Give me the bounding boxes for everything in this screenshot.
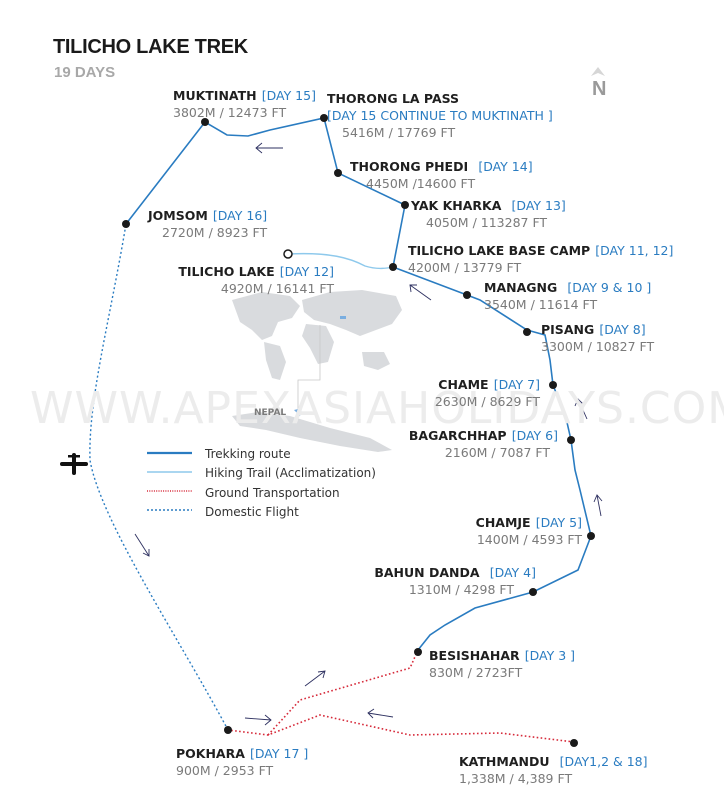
legend-item-ground-transport: Ground Transportation xyxy=(205,485,340,500)
inset-connector-line xyxy=(297,325,321,420)
marker-tilicho-lake xyxy=(283,249,293,259)
page-title: TILICHO LAKE TREK xyxy=(53,36,248,58)
legend-item-domestic-flight: Domestic Flight xyxy=(205,505,299,520)
stop-tilicho-lake-base-camp: TILICHO LAKE BASE CAMP [DAY 11, 12] 4200… xyxy=(408,243,674,275)
stop-managng: MANAGNG [DAY 9 & 10 ] 3540M / 11614 FT xyxy=(484,280,652,312)
stop-pisang: PISANG [DAY 8] 3300M / 10827 FT xyxy=(541,322,655,354)
marker-chamje xyxy=(587,532,595,540)
stop-pokhara: POKHARA [DAY 17 ] 900M / 2953 FT xyxy=(176,746,309,778)
ground-transport-kathmandu-pokhara xyxy=(227,714,575,743)
stop-muktinath: MUKTINATH [DAY 15] 3802M / 12473 FT xyxy=(173,88,316,120)
legend-item-trekking-route: Trekking route xyxy=(205,446,291,461)
marker-chame xyxy=(549,381,557,389)
stop-kathmandu: KATHMANDU [DAY1,2 & 18] 1,338M / 4,389 F… xyxy=(459,754,648,786)
arrow-left-icon xyxy=(367,708,394,719)
watermark: WWW.APEXASIAHOLIDAYS.COM xyxy=(30,383,724,434)
arrow-left-icon xyxy=(255,142,283,154)
legend: Trekking route Hiking Trail (Acclimatiza… xyxy=(147,444,376,522)
stop-bagarchhap: BAGARCHHAP [DAY 6] 2160M / 7087 FT xyxy=(408,428,558,460)
stop-thorong-la-pass: THORONG LA PASS [DAY 15 CONTINUE TO MUKT… xyxy=(327,91,553,140)
stop-yak-kharka: YAK KHARKA [DAY 13] 4050M / 113287 FT xyxy=(411,198,566,230)
marker-bagarchhap xyxy=(567,436,575,444)
arrow-northeast-icon xyxy=(304,670,326,687)
stop-markers xyxy=(122,114,595,747)
arrow-right-icon xyxy=(244,714,272,726)
stop-tilicho-lake: TILICHO LAKE [DAY 12] 4920M / 16141 FT xyxy=(178,264,334,296)
marker-muktinath xyxy=(201,118,209,126)
stop-bahun-danda: BAHUN DANDA [DAY 4] 1310M / 4298 FT xyxy=(374,565,536,597)
ground-transport-pokhara-besishahar xyxy=(267,649,419,736)
marker-tilicho-base-camp xyxy=(389,263,397,271)
stop-thorong-phedi: THORONG PHEDI [DAY 14] 4450M /14600 FT xyxy=(350,159,533,191)
stop-chamje: CHAMJE [DAY 5] 1400M / 4593 FT xyxy=(475,515,582,547)
marker-bahun-danda xyxy=(529,588,537,596)
legend-item-hiking-trail: Hiking Trail (Acclimatization) xyxy=(205,466,376,481)
trip-duration: 19 DAYS xyxy=(54,64,116,81)
marker-jomsom xyxy=(122,220,130,228)
airplane-icon xyxy=(60,453,88,475)
marker-yak-kharka xyxy=(401,201,409,209)
north-arrow-icon xyxy=(591,67,605,76)
arrow-northwest-icon xyxy=(409,284,432,301)
marker-thorong-phedi xyxy=(334,169,342,177)
world-map-inset xyxy=(232,290,402,452)
marker-besishahar xyxy=(414,648,422,656)
stop-chame: CHAME [DAY 7] 2630M / 8629 FT xyxy=(434,377,540,409)
legend-swatches xyxy=(147,451,192,511)
marker-pisang xyxy=(523,328,531,336)
north-label: N xyxy=(592,78,607,100)
arrow-southeast-icon xyxy=(134,533,150,557)
stop-besishahar: BESISHAHAR [DAY 3 ] 830M / 2723FT xyxy=(429,648,575,680)
marker-kathmandu xyxy=(570,739,578,747)
arrow-north-icon xyxy=(574,398,588,420)
stop-jomsom: JOMSOM [DAY 16] 2720M / 8923 FT xyxy=(148,208,268,240)
marker-pokhara xyxy=(224,726,232,734)
hiking-trail-tilicho xyxy=(287,252,394,270)
arrow-north-icon xyxy=(593,494,603,517)
nepal-marker-icon xyxy=(294,408,302,416)
nepal-label: NEPAL xyxy=(254,408,287,418)
marker-managng xyxy=(463,291,471,299)
domestic-flight-route xyxy=(89,223,229,731)
direction-arrows xyxy=(134,142,603,726)
trekking-route xyxy=(125,117,592,651)
marker-thorong-la-pass xyxy=(320,114,328,122)
